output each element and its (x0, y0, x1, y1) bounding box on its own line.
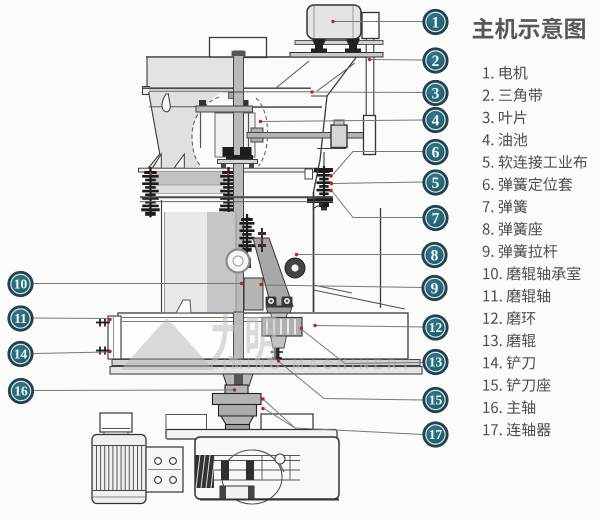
svg-text:15: 15 (429, 393, 443, 408)
svg-text:17: 17 (429, 427, 443, 442)
svg-text:LIMING MACHINERY: LIMING MACHINERY (210, 356, 414, 372)
svg-text:6: 6 (432, 144, 440, 161)
svg-text:12: 12 (429, 320, 443, 335)
svg-text:1: 1 (432, 14, 440, 31)
svg-text:7: 7 (432, 210, 440, 227)
svg-text:13: 13 (429, 355, 443, 370)
svg-text:11: 11 (14, 311, 27, 326)
svg-text:14: 14 (14, 347, 28, 362)
svg-text:10: 10 (14, 277, 28, 292)
svg-text:9: 9 (431, 280, 439, 297)
svg-text:3: 3 (432, 85, 440, 102)
svg-text:4: 4 (432, 112, 440, 129)
svg-text:5: 5 (432, 175, 440, 192)
svg-text:8: 8 (431, 247, 439, 264)
svg-text:2: 2 (432, 53, 440, 70)
svg-text:16: 16 (14, 384, 28, 399)
